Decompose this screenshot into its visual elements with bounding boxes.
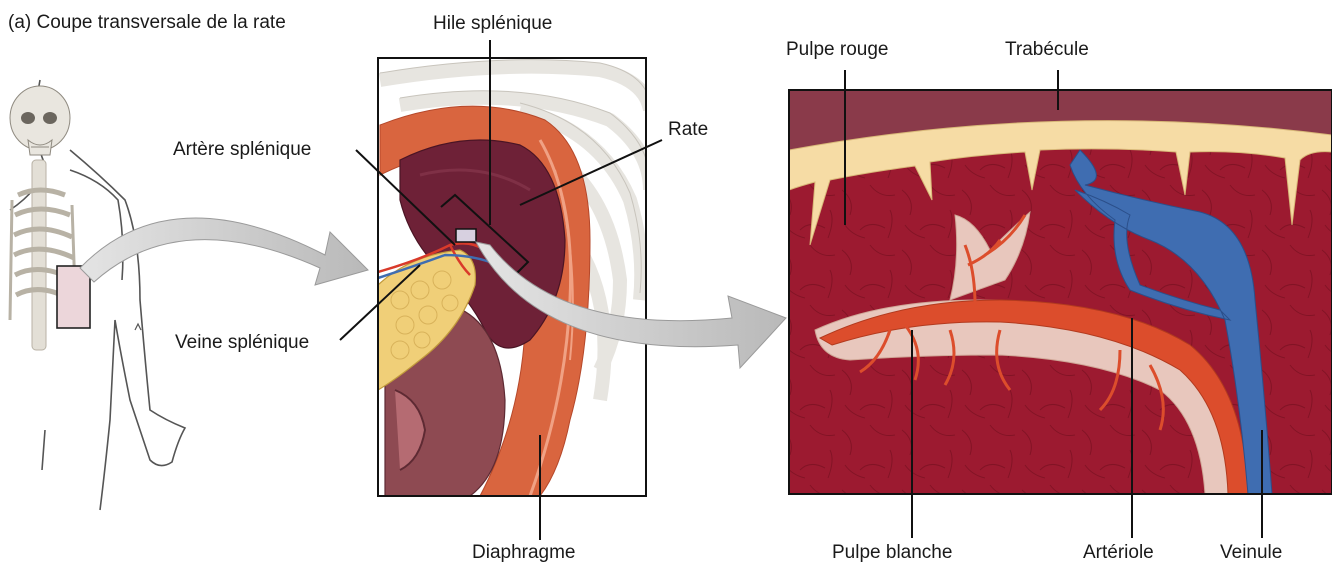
body-figure — [10, 80, 185, 510]
label-pulpe-blanche: Pulpe blanche — [832, 543, 952, 562]
label-rate: Rate — [668, 120, 708, 139]
figure-caption: (a) Coupe transversale de la rate — [8, 13, 286, 32]
label-veinule: Veinule — [1220, 543, 1282, 562]
label-arteriole: Artériole — [1083, 543, 1154, 562]
label-diaphragme: Diaphragme — [472, 543, 576, 562]
detail-panel — [789, 90, 1332, 494]
skull — [10, 86, 70, 155]
zoom-source-box — [456, 229, 476, 242]
label-trabecule: Trabécule — [1005, 40, 1089, 59]
zoom-arrow-1 — [80, 218, 368, 285]
label-veine-splenique: Veine splénique — [175, 333, 309, 352]
label-pulpe-rouge: Pulpe rouge — [786, 40, 888, 59]
spleen-locator-box — [57, 266, 90, 328]
label-artere-splenique: Artère splénique — [173, 140, 311, 159]
label-hile-splenique: Hile splénique — [433, 14, 552, 33]
